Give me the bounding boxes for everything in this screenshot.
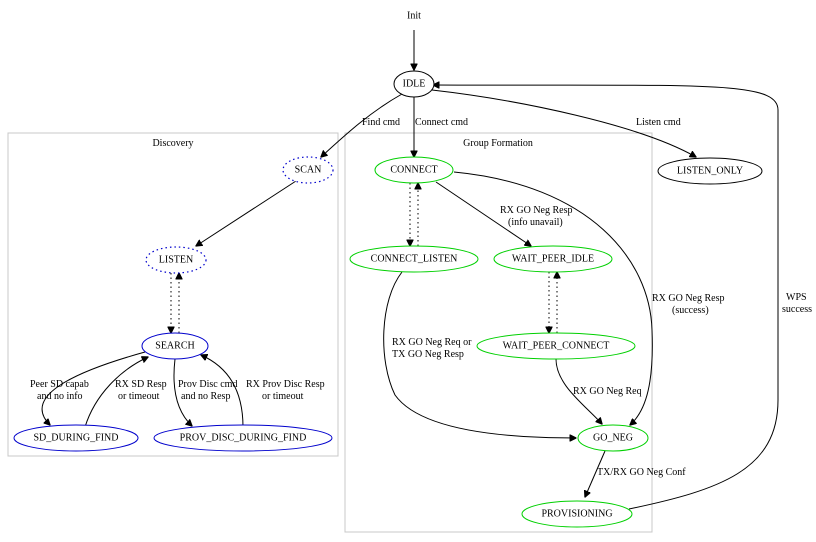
node-label-listen-only: LISTEN_ONLY xyxy=(677,165,743,176)
edge-label-rx-go-req-1: RX GO Neg Req or xyxy=(392,337,472,348)
edge-connect-go-neg xyxy=(453,171,653,425)
node-idle: IDLE xyxy=(393,70,435,98)
edge-label-find-cmd: Find cmd xyxy=(362,117,400,128)
cluster-label-discovery: Discovery xyxy=(152,138,193,149)
edge-label-connect-cmd: Connect cmd xyxy=(415,117,468,128)
node-label-wait-peer-connect: WAIT_PEER_CONNECT xyxy=(503,340,610,351)
edge-label-rx-prov-1: RX Prov Disc Resp xyxy=(246,379,325,390)
node-listen-only: LISTEN_ONLY xyxy=(657,157,763,185)
edge-label-prov-disc-2: and no Resp xyxy=(181,391,230,402)
edge-label-wps-1: WPS xyxy=(786,292,807,303)
cluster-label-group-formation: Group Formation xyxy=(463,138,533,149)
edge-wait-connect-go-neg xyxy=(555,358,602,424)
edge-label-rx-go-success-1: RX GO Neg Resp xyxy=(652,293,725,304)
edge-label-rx-go-unavail-2: (info unavail) xyxy=(508,217,563,228)
edge-label-wps-2: success xyxy=(782,304,812,315)
node-go-neg: GO_NEG xyxy=(577,424,649,452)
node-wait-peer-idle: WAIT_PEER_IDLE xyxy=(493,245,613,273)
node-prov-disc-during-find: PROV_DISC_DURING_FIND xyxy=(153,424,333,452)
node-label-sd-during-find: SD_DURING_FIND xyxy=(33,432,118,443)
node-connect-listen: CONNECT_LISTEN xyxy=(349,245,479,273)
node-init: Init xyxy=(407,10,421,21)
node-label-connect: CONNECT xyxy=(390,164,437,175)
node-label-scan: SCAN xyxy=(295,164,322,175)
node-label-wait-peer-idle: WAIT_PEER_IDLE xyxy=(512,253,594,264)
node-sd-during-find: SD_DURING_FIND xyxy=(13,424,139,452)
edge-search-sd xyxy=(41,351,146,425)
edge-connect-wait-peer-idle xyxy=(435,181,531,246)
node-label-prov-disc-during-find: PROV_DISC_DURING_FIND xyxy=(180,432,307,443)
node-label-connect-listen: CONNECT_LISTEN xyxy=(371,253,458,264)
edge-label-rx-go-unavail-1: RX GO Neg Resp xyxy=(500,205,573,216)
edge-label-rx-go-req-2: TX GO Neg Resp xyxy=(392,349,464,360)
edge-go-neg-provisioning xyxy=(585,450,606,497)
edge-label-rx-sd-2: or timeout xyxy=(118,391,160,402)
edge-label-rx-go-success-2: (success) xyxy=(672,305,709,316)
node-connect: CONNECT xyxy=(374,156,454,184)
edge-label-peer-sd-1: Peer SD capab xyxy=(30,379,89,390)
edge-label-prov-disc-1: Prov Disc cmd xyxy=(178,379,237,390)
edge-sd-search xyxy=(84,357,148,428)
edge-scan-listen xyxy=(196,180,297,246)
node-label-provisioning: PROVISIONING xyxy=(541,508,612,519)
node-wait-peer-connect: WAIT_PEER_CONNECT xyxy=(476,332,636,360)
edge-connect-listen-go-neg xyxy=(383,271,576,438)
edge-provisioning-idle xyxy=(433,85,779,510)
node-label-go-neg: GO_NEG xyxy=(593,432,633,443)
node-scan: SCAN xyxy=(282,156,334,184)
edge-label-rx-sd-1: RX SD Resp xyxy=(115,379,167,390)
edge-idle-scan xyxy=(321,93,403,157)
edge-label-rx-go-neg-req: RX GO Neg Req xyxy=(573,386,642,397)
node-label-search: SEARCH xyxy=(155,340,194,351)
node-provisioning: PROVISIONING xyxy=(521,500,633,528)
edge-idle-listen-only xyxy=(431,89,696,157)
edge-search-prov xyxy=(173,358,192,426)
edge-label-txrx-conf: TX/RX GO Neg Conf xyxy=(597,467,686,478)
edge-label-rx-prov-2: or timeout xyxy=(262,391,304,402)
edge-label-peer-sd-2: and no info xyxy=(37,391,83,402)
node-label-idle: IDLE xyxy=(403,78,426,89)
cluster-discovery xyxy=(7,132,339,457)
edge-label-listen-cmd: Listen cmd xyxy=(636,117,681,128)
node-listen: LISTEN xyxy=(145,246,207,274)
node-search: SEARCH xyxy=(141,332,209,360)
node-label-listen: LISTEN xyxy=(159,254,193,265)
edge-prov-search xyxy=(201,355,244,428)
